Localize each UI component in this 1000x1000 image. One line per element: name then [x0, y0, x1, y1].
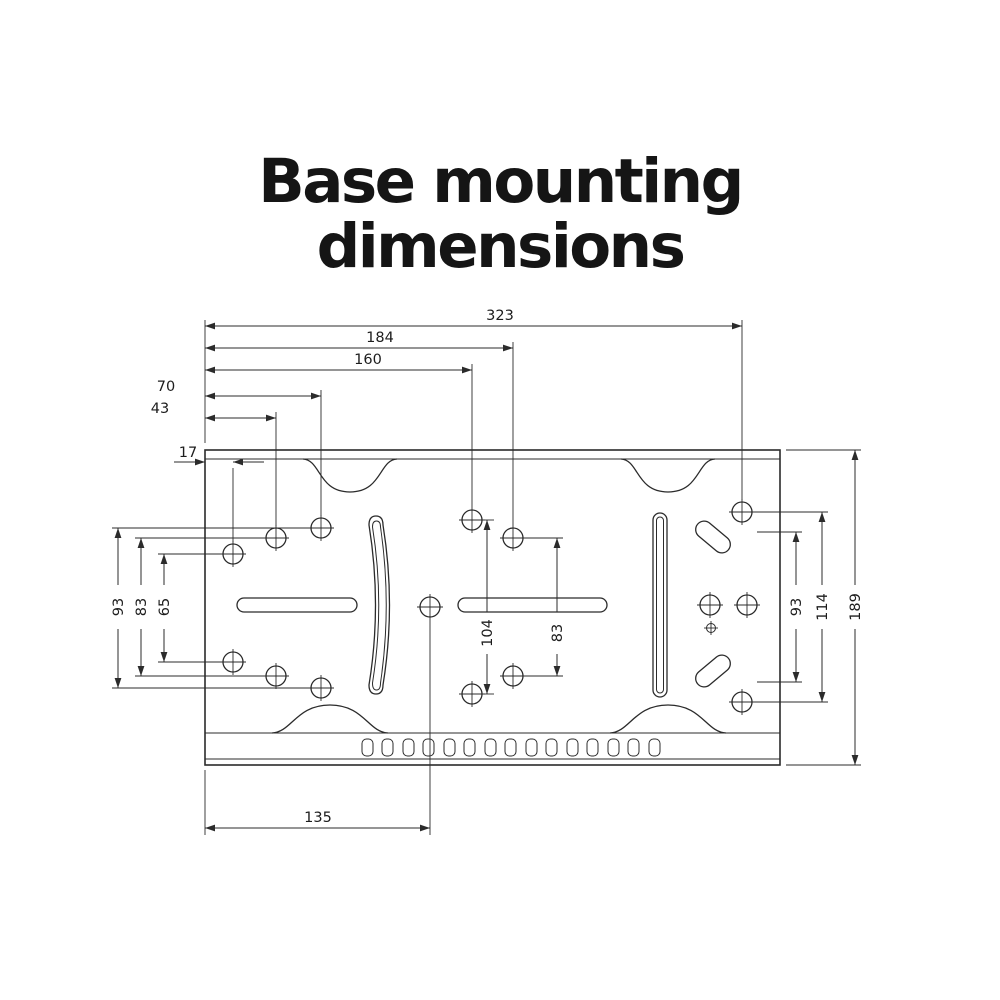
angled-slot-top [695, 520, 731, 554]
mounting-hole [500, 525, 526, 551]
dim-label-left-65: 65 [157, 598, 173, 616]
base-plate [204, 449, 781, 766]
dim-label-mid-83: 83 [550, 624, 566, 642]
dim-label-43: 43 [151, 401, 169, 417]
horizontal-slot-right [457, 597, 608, 613]
bottom-scallop-left [271, 704, 389, 734]
mounting-hole [263, 663, 289, 689]
mounting-hole [729, 499, 755, 525]
mounting-hole [500, 663, 526, 689]
mounting-hole [308, 515, 334, 541]
page-title: Base mounting dimensions [0, 146, 1000, 282]
mounting-hole [459, 681, 485, 707]
mounting-hole [263, 525, 289, 551]
extension-lines [112, 320, 861, 835]
mounting-hole [459, 507, 485, 533]
mounting-hole [220, 649, 246, 675]
mounting-hole [308, 675, 334, 701]
vertical-slot-outer [652, 512, 668, 698]
mounting-hole [417, 594, 443, 620]
dimension-lines [114, 322, 859, 832]
mounting-hole [734, 592, 760, 618]
dim-label-160: 160 [354, 352, 382, 368]
horizontal-slot-left [236, 597, 358, 613]
slots [236, 512, 731, 698]
title-line-2: dimensions [316, 210, 686, 282]
dimension-labels: 323 184 160 70 43 17 135 93 83 65 104 83… [111, 308, 864, 826]
top-scallop-left [302, 458, 398, 493]
center-mark [704, 621, 718, 635]
dim-label-left-93: 93 [111, 598, 127, 616]
mounting-hole [697, 592, 723, 618]
angled-slot-bottom [695, 654, 731, 688]
top-scallop-right [620, 458, 716, 493]
dim-label-323: 323 [486, 308, 514, 324]
bottom-scallop-right [609, 704, 727, 734]
dim-label-left-83: 83 [134, 598, 150, 616]
dim-label-mid-104: 104 [480, 619, 496, 647]
dim-label-right-93: 93 [789, 598, 805, 616]
dim-label-70: 70 [157, 379, 175, 395]
dim-label-135: 135 [304, 810, 332, 826]
mounting-hole [729, 689, 755, 715]
dim-label-right-114: 114 [815, 593, 831, 621]
curved-slot-inner [371, 520, 387, 691]
title-line-1: Base mounting [258, 146, 744, 217]
plate-outline [204, 449, 781, 766]
dim-label-17: 17 [179, 445, 197, 461]
dim-label-184: 184 [366, 330, 394, 346]
mounting-hole [220, 541, 246, 567]
mounting-holes [220, 499, 760, 715]
vertical-slot-inner [656, 516, 664, 694]
dim-label-right-189: 189 [848, 593, 864, 621]
vent-slots [361, 738, 661, 757]
